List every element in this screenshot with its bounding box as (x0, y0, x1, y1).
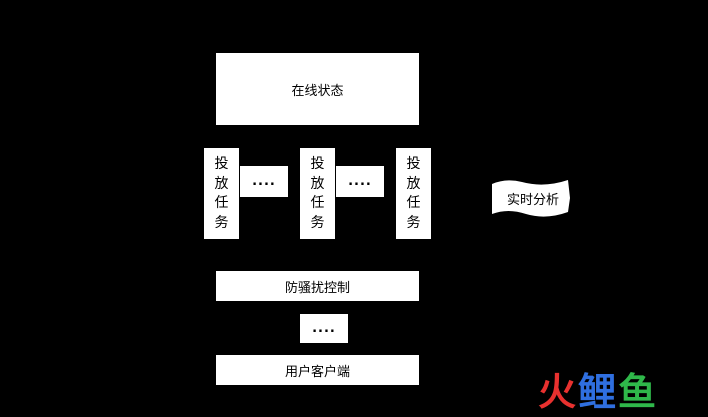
task-box-2: 投 放 任 务 (300, 148, 335, 239)
ellipsis-box-3: .... (300, 314, 348, 343)
ellipsis-label: .... (312, 321, 336, 336)
task-2-char: 务 (310, 214, 325, 231)
ellipsis-label: .... (252, 174, 276, 189)
online-status-box: 在线状态 (216, 53, 419, 125)
task-3-char: 投 (406, 156, 421, 173)
realtime-analysis-flag (492, 180, 570, 217)
ellipsis-label: .... (348, 174, 372, 189)
task-3-char: 放 (406, 175, 421, 192)
watermark-char-2: 鲤 (578, 370, 617, 414)
watermark-logo: 火 鲤 鱼 (538, 370, 658, 414)
watermark-char-1: 火 (538, 370, 577, 414)
realtime-analysis-label: 实时分析 (506, 192, 559, 208)
anti-harassment-box: 防骚扰控制 (216, 271, 419, 301)
user-client-box: 用户客户端 (216, 355, 419, 385)
task-box-1: 投 放 任 务 (204, 148, 239, 239)
watermark-char-3: 鱼 (618, 370, 657, 414)
ellipsis-box-2: .... (336, 166, 384, 197)
user-client-label: 用户客户端 (284, 364, 350, 380)
task-3-char: 任 (406, 195, 421, 212)
flag-shape (492, 180, 570, 217)
task-1-char: 务 (214, 214, 229, 231)
task-1-char: 放 (214, 175, 229, 192)
online-status-label: 在线状态 (291, 83, 344, 99)
task-1-char: 任 (214, 195, 229, 212)
task-box-3: 投 放 任 务 (396, 148, 431, 239)
task-2-char: 任 (310, 195, 325, 212)
task-2-char: 投 (310, 156, 325, 173)
anti-harassment-label: 防骚扰控制 (284, 280, 350, 296)
task-1-char: 投 (214, 156, 229, 173)
ellipsis-box-1: .... (240, 166, 288, 197)
task-3-char: 务 (406, 214, 421, 231)
task-2-char: 放 (310, 175, 325, 192)
